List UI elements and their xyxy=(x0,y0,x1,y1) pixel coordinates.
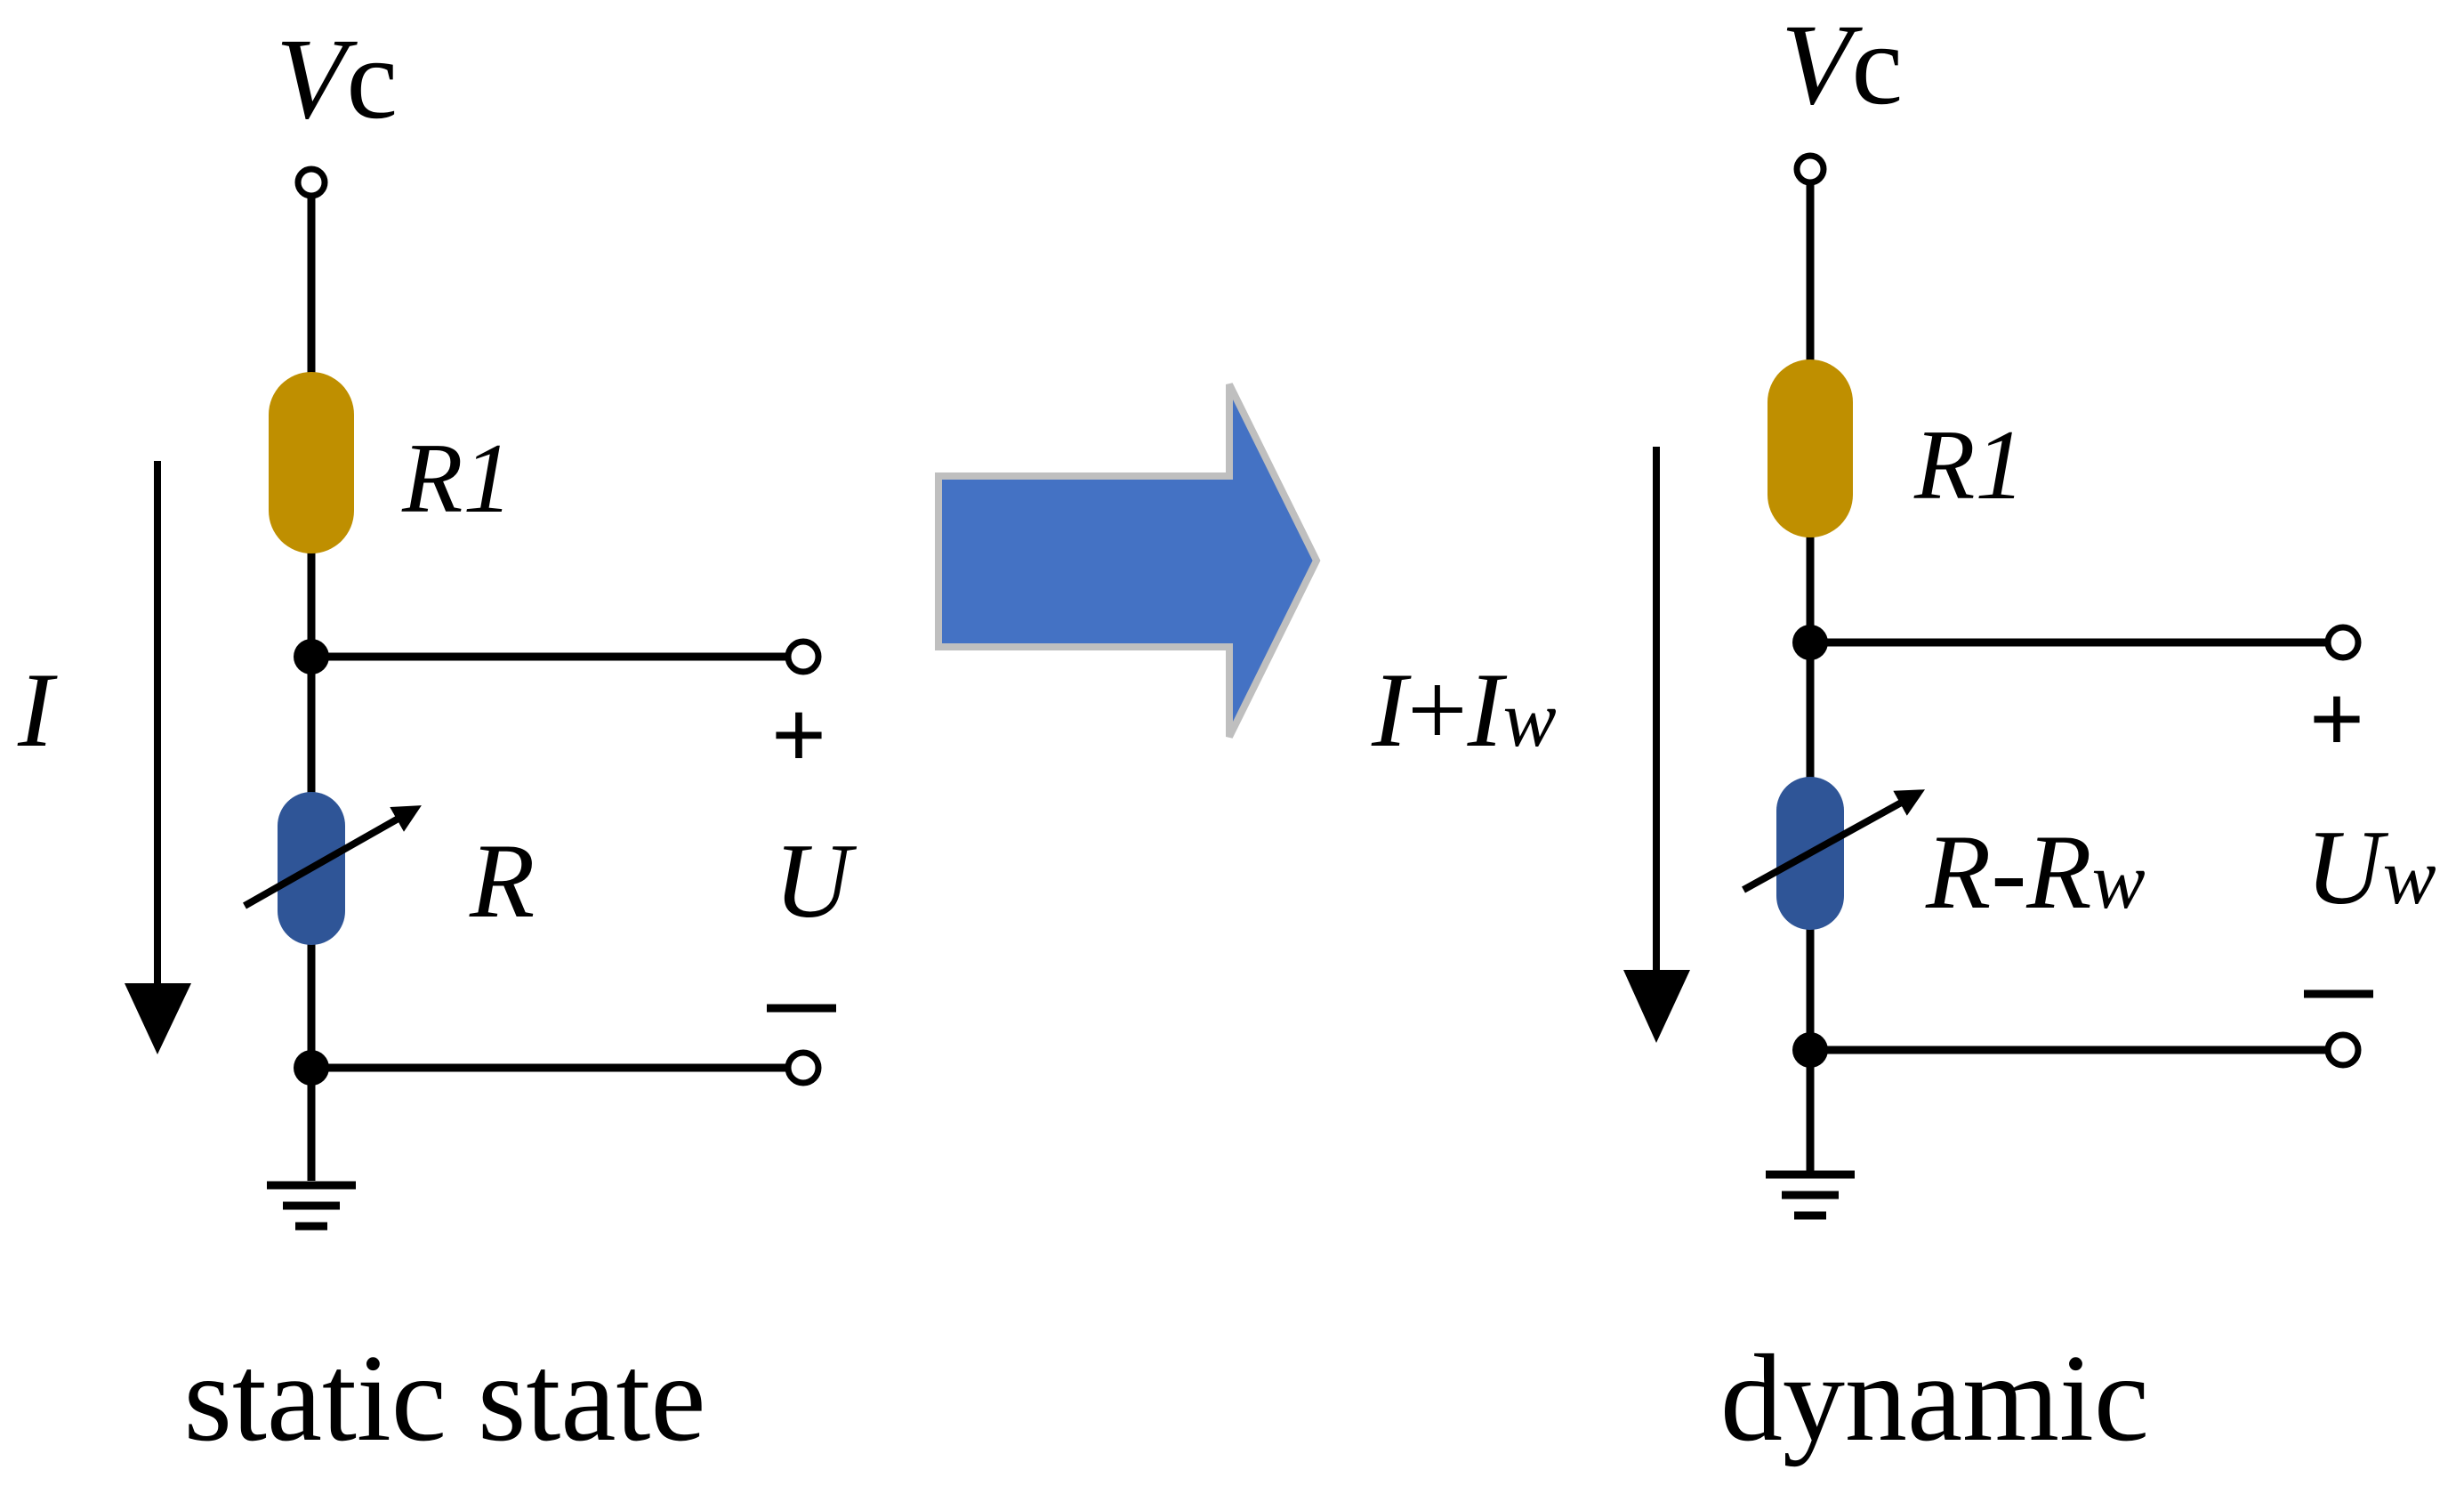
r-label: R xyxy=(1925,812,1991,931)
negative-output-terminal xyxy=(2324,1031,2362,1069)
svg-text:Vc: Vc xyxy=(276,15,398,143)
rw-subscript: w xyxy=(2092,837,2146,925)
supply-voltage-label: V xyxy=(276,15,358,143)
plus-sign: + xyxy=(771,681,827,789)
rw-label: R xyxy=(2025,812,2091,931)
voltage-label: U xyxy=(774,821,858,940)
r1-label: R xyxy=(401,424,463,534)
supply-terminal xyxy=(1793,152,1827,186)
fixed-resistor-r1 xyxy=(1767,359,1853,537)
r-label: R xyxy=(469,821,535,940)
svg-text:Uw: Uw xyxy=(2306,808,2436,926)
static-circuit: Vc R1 + R U xyxy=(17,15,858,1467)
svg-text:R1: R1 xyxy=(1913,410,2025,521)
current-w-label: I xyxy=(1467,650,1508,769)
variable-arrow-icon xyxy=(1742,789,1926,893)
supply-voltage-subscript: c xyxy=(346,15,398,143)
ground-icon xyxy=(1766,1170,1855,1220)
ground-icon xyxy=(267,1181,356,1231)
r1-label: R xyxy=(1913,410,1975,521)
positive-output-terminal xyxy=(785,638,822,675)
supply-voltage-label: V xyxy=(1781,1,1863,129)
negative-output-terminal xyxy=(785,1049,822,1086)
current-label: I xyxy=(1371,650,1412,769)
r-dash: - xyxy=(1991,812,2026,931)
supply-voltage-subscript: c xyxy=(1851,1,1903,129)
positive-output-terminal xyxy=(2324,624,2362,661)
voltage-label: U xyxy=(2306,808,2389,926)
supply-terminal xyxy=(294,166,328,199)
current-label: I xyxy=(17,650,58,769)
voltage-subscript: w xyxy=(2383,833,2436,921)
fixed-resistor-r1 xyxy=(269,372,354,553)
svg-text:R-Rw: R-Rw xyxy=(1925,812,2146,931)
svg-text:I+Iw: I+Iw xyxy=(1371,650,1557,769)
caption-static: static state xyxy=(183,1329,705,1467)
variable-arrow-icon xyxy=(243,805,422,909)
svg-text:Vc: Vc xyxy=(1781,1,1903,129)
svg-text:R1: R1 xyxy=(401,424,512,534)
plus-sign: + xyxy=(2309,665,2365,773)
caption-dynamic: dynamic xyxy=(1720,1329,2149,1467)
r1-subscript: 1 xyxy=(1975,410,2025,521)
current-plus: + xyxy=(1407,650,1468,769)
dynamic-circuit: Vc R1 + R-Rw Uw xyxy=(1371,1,2436,1467)
transition-arrow-icon xyxy=(938,384,1317,737)
r1-subscript: 1 xyxy=(463,424,512,534)
current-subscript: w xyxy=(1503,675,1557,763)
